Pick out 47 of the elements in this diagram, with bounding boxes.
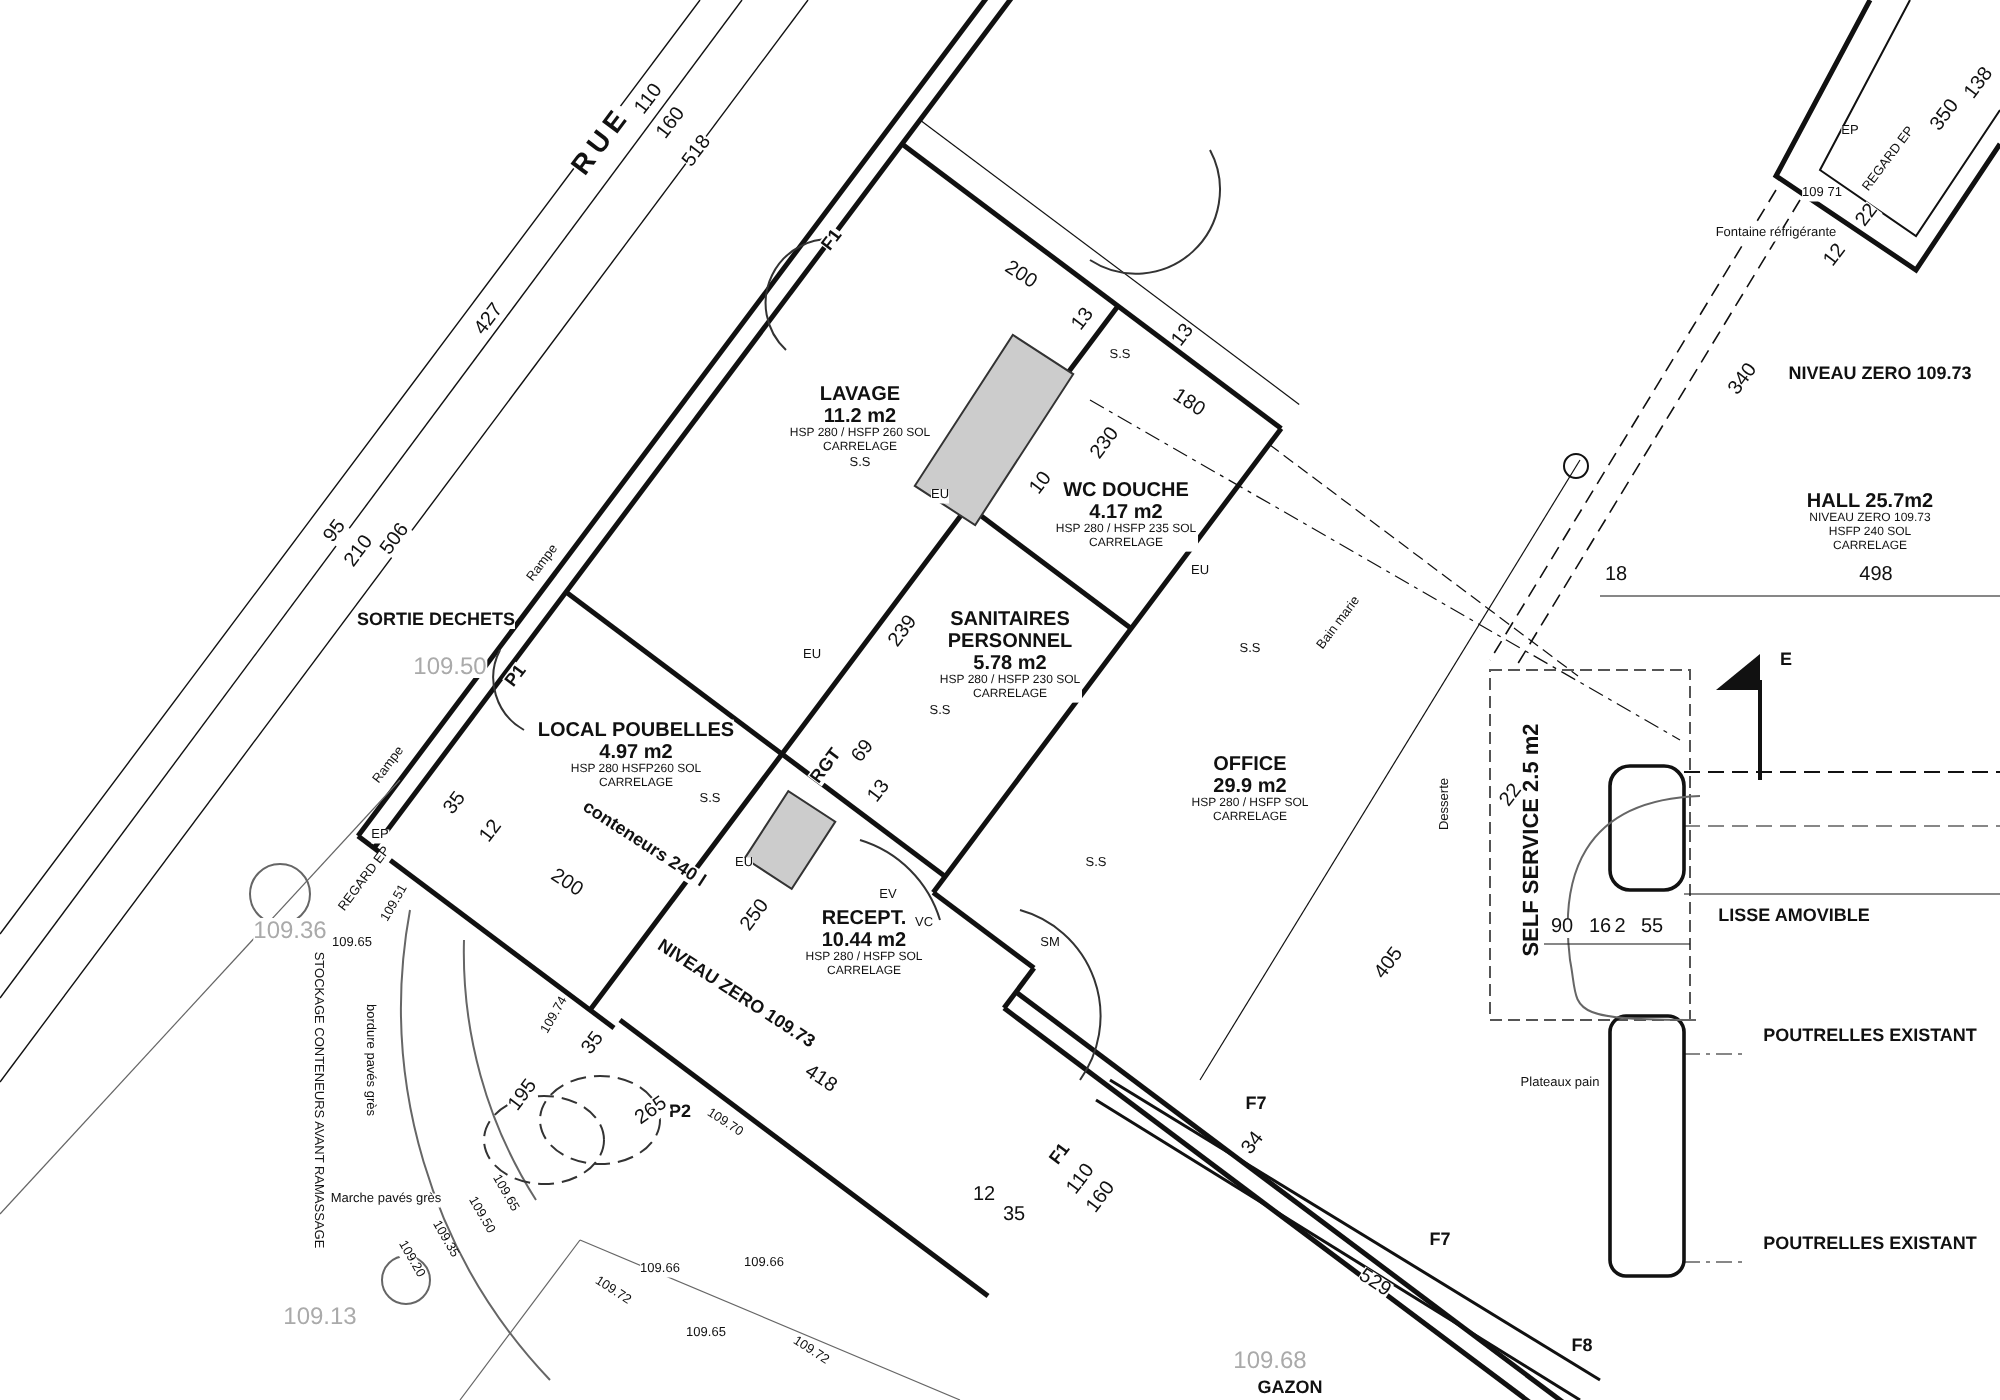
plan-tag: POUTRELLES EXISTANT: [1763, 1235, 1977, 1253]
plan-tag: F1: [1046, 1140, 1074, 1168]
dimension-value: 22: [1853, 201, 1883, 231]
spot-level: 109.13: [283, 1304, 357, 1328]
dimension-value: 95: [321, 517, 351, 547]
room-name: LAVAGE: [819, 383, 901, 406]
room-area: 10.44 m2: [821, 929, 907, 952]
plan-tag: F1: [818, 226, 846, 254]
dimension-value: 265: [632, 1094, 672, 1130]
plan-tag: P1: [502, 661, 530, 691]
room-name: OFFICE: [1213, 753, 1287, 776]
plan-tag: POUTRELLES EXISTANT: [1763, 1027, 1977, 1045]
dimension-value: 506: [377, 520, 415, 560]
room-name: LOCAL POUBELLES: [537, 719, 735, 742]
dimension-value: 90: [1550, 918, 1574, 938]
room-area: 29.9 m2: [1213, 775, 1287, 798]
plan-tag: E: [1780, 651, 1792, 669]
spot-level: 109.68: [1233, 1348, 1307, 1372]
room-area: 4.17 m2: [1089, 501, 1163, 524]
dimension-value: 35: [1002, 1206, 1026, 1226]
room-name: HALL 25.7m2: [1806, 491, 1934, 514]
dimension-value: 16: [1588, 918, 1612, 938]
dimension-value: 12: [972, 1186, 996, 1206]
plan-tag: F7: [1245, 1095, 1267, 1113]
room-area: 5.78 m2: [973, 652, 1047, 675]
spot-level: 109.36: [253, 918, 327, 942]
room-name: WC DOUCHE: [1063, 479, 1189, 502]
plan-tag: SORTIE DECHETS: [357, 611, 515, 629]
spot-level: 109.50: [413, 654, 487, 678]
plan-tag: LISSE AMOVIBLE: [1718, 907, 1870, 925]
dimension-value: 427: [471, 300, 509, 340]
room-name: RECEPT.: [821, 907, 907, 930]
plan-tag: F8: [1571, 1337, 1593, 1355]
plan-tag: GAZON: [1257, 1379, 1323, 1397]
room-area: 4.97 m2: [599, 741, 673, 764]
dimension-value: 18: [1604, 566, 1628, 586]
dimension-value: 12: [1821, 241, 1851, 271]
dimension-value: 34: [1239, 1129, 1269, 1159]
dimension-value: 12: [477, 817, 507, 847]
dimension-value: 55: [1640, 918, 1664, 938]
plan-tag: F7: [1429, 1231, 1451, 1249]
plan-tag: P2: [669, 1103, 691, 1121]
plan-tag: NIVEAU ZERO 109.73: [1788, 365, 1972, 383]
room-name: SELF SERVICE 2.5 m2: [1520, 723, 1544, 957]
dimension-value: 498: [1859, 566, 1893, 586]
dimension-value: 2: [1614, 918, 1626, 938]
room-area: 11.2 m2: [823, 405, 897, 428]
